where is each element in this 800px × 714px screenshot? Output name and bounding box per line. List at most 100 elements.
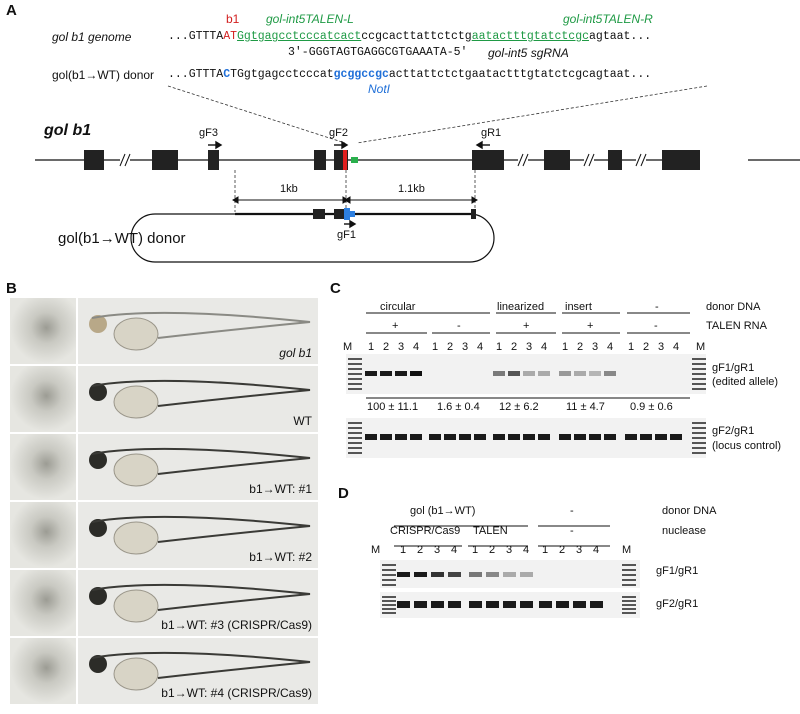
- panel-c-group-lines: [366, 312, 690, 334]
- lane-number: 1: [627, 341, 635, 353]
- lane-number: 2: [446, 341, 454, 353]
- gel-d2-band: [414, 601, 427, 608]
- row-label-nuclease: nuclease: [662, 525, 707, 537]
- panel-c-letter: C: [330, 280, 341, 297]
- gel-1-band: [380, 371, 392, 376]
- donor-plasmid-loop: [130, 213, 495, 263]
- donor-seq-pre: ...GTTTA: [168, 68, 224, 81]
- marker-band: [382, 608, 396, 610]
- gel-2-band: [523, 434, 535, 440]
- exon-6: [472, 150, 504, 170]
- b1-mutation-mark: [343, 150, 347, 170]
- lane-number: 1: [541, 544, 549, 556]
- gel-2-label-desc: (locus control): [712, 440, 782, 452]
- exon-7: [544, 150, 570, 170]
- lane-number: 4: [476, 341, 484, 353]
- gel-d2-band: [503, 601, 516, 608]
- break-marks: [119, 153, 647, 167]
- marker-band: [622, 596, 636, 598]
- gel-d1-bands: [382, 564, 636, 586]
- exon-9: [662, 150, 700, 170]
- gel-1-band: [559, 371, 571, 376]
- talen-sign-2: -: [457, 320, 461, 332]
- marker-band: [622, 579, 636, 581]
- panel-b-letter: B: [6, 280, 17, 297]
- donor-projection-lines: [234, 170, 476, 212]
- donor-seq-label: gol(b1→WT) donor: [52, 68, 155, 82]
- primer-gf3-label: gF3: [199, 127, 218, 139]
- talen-sign-4: +: [587, 320, 594, 332]
- marker-band: [622, 574, 636, 576]
- gel-2-band: [625, 434, 637, 440]
- embryo-head-image: [10, 434, 76, 500]
- gel-2-band: [380, 434, 392, 440]
- donor-noti-mark: [350, 211, 355, 217]
- genome-seq-mid: ccgcacttattctctg: [361, 30, 472, 43]
- gel-2-band: [574, 434, 586, 440]
- gel-d1-band: [503, 572, 516, 577]
- marker-band: [348, 422, 362, 424]
- marker-band: [622, 569, 636, 571]
- embryo-head-image: [10, 366, 76, 432]
- gel-1-label-primers: gF1/gR1: [712, 362, 755, 374]
- gel-1-bands: [348, 358, 706, 390]
- marker-band: [622, 600, 636, 602]
- donor-group-label: gol (b1→WT): [410, 505, 476, 517]
- marker-band: [692, 388, 706, 390]
- marker-band: [348, 452, 362, 454]
- gel-1-band: [508, 371, 520, 376]
- primer-arrows: [208, 140, 490, 229]
- nuclease-crispr: CRISPR/Cas9: [390, 525, 461, 537]
- quant-4: 11 ± 4.7: [566, 401, 605, 413]
- panel-a-letter: A: [6, 2, 17, 19]
- gel-1-band: [538, 371, 550, 376]
- gel-2-bands: [348, 422, 706, 454]
- marker-label-left: M: [343, 341, 353, 353]
- embryo-lateral-image: [78, 570, 318, 636]
- genome-seq-talen-left: Ggtgagcctcccatcact: [237, 30, 362, 43]
- gel-d2-band: [573, 601, 586, 608]
- talen-right-label: gol-int5TALEN-R: [563, 12, 653, 26]
- gel-2-band: [429, 434, 441, 440]
- quant-3: 12 ± 6.2: [499, 401, 539, 413]
- marker-band: [692, 422, 706, 424]
- embryo-lateral-image: [78, 638, 318, 704]
- projection-line-right: [356, 85, 708, 144]
- gel-d1-band: [520, 572, 533, 577]
- quant-2: 1.6 ± 0.4: [437, 401, 480, 413]
- marker-band: [692, 442, 706, 444]
- marker-band: [382, 569, 396, 571]
- marker-band: [692, 378, 706, 380]
- group-circular: circular: [380, 301, 416, 313]
- gel-d1-band: [414, 572, 427, 577]
- embryo-caption: WT: [293, 414, 312, 428]
- marker-band: [348, 383, 362, 385]
- donor-seq-a: TGgtgagcctcccat: [230, 68, 334, 81]
- donor-seq-noti: gcggccgc: [333, 68, 389, 81]
- lane-number: 2: [576, 341, 584, 353]
- gel-2-band: [474, 434, 486, 440]
- lane-number: 4: [606, 341, 614, 353]
- locus-label: gol b1: [44, 122, 92, 139]
- gel-d1-band: [397, 572, 410, 577]
- embryo-head-image: [10, 298, 76, 364]
- embryo-lateral-image: [78, 298, 318, 364]
- lane-number: 1: [495, 341, 503, 353]
- projection-line-left: [167, 85, 346, 144]
- donor-exon-5: [334, 209, 348, 219]
- marker-band: [348, 358, 362, 360]
- marker-band: [382, 612, 396, 614]
- marker-band: [692, 437, 706, 439]
- lane-number: 1: [561, 341, 569, 353]
- lane-number: 1: [431, 341, 439, 353]
- talen-sign-1: +: [392, 320, 399, 332]
- gel-2-label-primers: gF2/gR1: [712, 425, 755, 437]
- marker-band: [382, 604, 396, 606]
- lane-number: 4: [540, 341, 548, 353]
- lane-number: 4: [522, 544, 530, 556]
- gel-2-band: [670, 434, 682, 440]
- donor-seq-b: acttattctctgaatactttgtatctcgcagtaat...: [388, 68, 652, 81]
- embryo-caption: b1→WT: #3 (CRISPR/Cas9): [161, 618, 312, 632]
- panel-d-letter: D: [338, 485, 349, 502]
